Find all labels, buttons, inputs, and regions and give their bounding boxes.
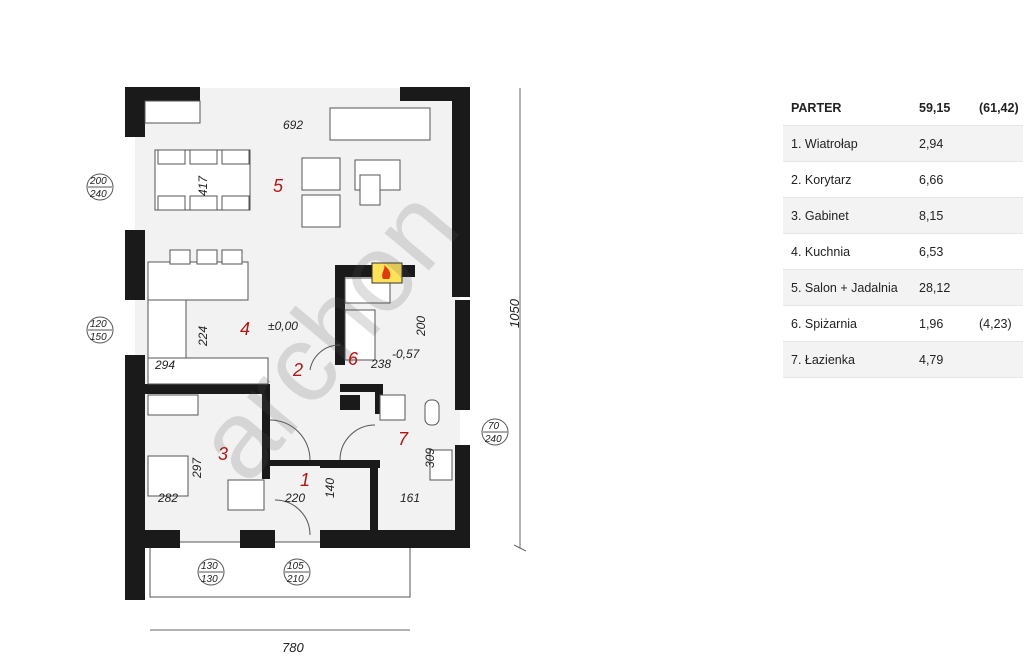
svg-text:220: 220 bbox=[284, 491, 305, 505]
svg-text:294: 294 bbox=[154, 358, 175, 372]
opening-callouts: 200 240 120 150 70 240 130 130 105 210 bbox=[86, 173, 509, 586]
opening-callout: 200 240 bbox=[86, 173, 114, 201]
svg-text:240: 240 bbox=[484, 434, 502, 445]
svg-text:1050: 1050 bbox=[507, 298, 522, 328]
svg-text:780: 780 bbox=[282, 640, 304, 655]
svg-text:692: 692 bbox=[283, 118, 303, 132]
level-area: 59,15 bbox=[911, 90, 971, 126]
svg-text:210: 210 bbox=[286, 574, 304, 585]
opening-callout: 70 240 bbox=[481, 418, 509, 446]
svg-text:161: 161 bbox=[400, 491, 420, 505]
room-number-5: 5 bbox=[273, 176, 284, 196]
flame-icon bbox=[382, 265, 391, 279]
svg-text:70: 70 bbox=[488, 421, 500, 432]
svg-text:417: 417 bbox=[196, 175, 210, 196]
room-number-6: 6 bbox=[348, 349, 359, 369]
terrace bbox=[149, 541, 411, 598]
level-name: PARTER bbox=[783, 90, 911, 126]
room-number-7: 7 bbox=[398, 429, 409, 449]
svg-text:150: 150 bbox=[90, 332, 107, 343]
room-number-2: 2 bbox=[292, 360, 303, 380]
door-swings bbox=[269, 344, 376, 536]
svg-text:200: 200 bbox=[89, 176, 107, 187]
opening-callout: 105 210 bbox=[283, 558, 311, 586]
svg-text:±0,00: ±0,00 bbox=[268, 319, 298, 333]
dimension-labels: 692 417 224 294 200 238 ±0,00 -0,57 297 … bbox=[154, 118, 522, 655]
svg-text:-0,57: -0,57 bbox=[392, 347, 421, 361]
svg-text:224: 224 bbox=[196, 326, 210, 347]
svg-text:130: 130 bbox=[201, 574, 218, 585]
svg-text:309: 309 bbox=[423, 448, 437, 468]
svg-text:240: 240 bbox=[89, 189, 107, 200]
svg-text:130: 130 bbox=[201, 561, 218, 572]
svg-text:120: 120 bbox=[90, 319, 107, 330]
svg-text:282: 282 bbox=[157, 491, 178, 505]
opening-callout: 120 150 bbox=[86, 316, 114, 344]
svg-text:200: 200 bbox=[414, 316, 428, 337]
svg-text:140: 140 bbox=[323, 478, 337, 498]
svg-text:297: 297 bbox=[190, 457, 204, 479]
room-number-4: 4 bbox=[240, 319, 250, 339]
level-area-extra: (61,42) bbox=[971, 90, 1023, 126]
room-labels: 2 3 4 5 6 7 1 bbox=[218, 176, 409, 490]
opening-callout: 130 130 bbox=[197, 558, 225, 586]
table-header-row: PARTER 59,15 (61,42) bbox=[783, 90, 1023, 126]
room-number-3: 3 bbox=[218, 444, 228, 464]
walls bbox=[125, 87, 470, 600]
room-number-1: 1 bbox=[300, 470, 310, 490]
svg-text:238: 238 bbox=[370, 357, 391, 371]
furniture bbox=[144, 100, 453, 511]
svg-text:105: 105 bbox=[287, 561, 304, 572]
